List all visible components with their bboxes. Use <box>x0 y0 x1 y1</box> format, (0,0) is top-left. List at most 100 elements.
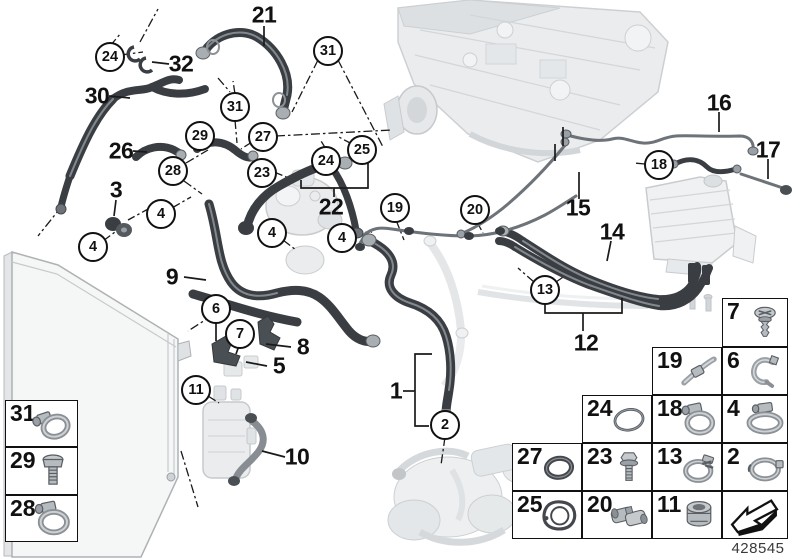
callout-label-5[interactable]: 5 <box>272 352 286 379</box>
part-number-label: 28 <box>10 494 36 521</box>
part-number-label: 20 <box>587 491 613 517</box>
spring-band-clamp2-icon <box>743 447 787 487</box>
profile-gasket-icon <box>537 495 581 535</box>
legend-cell-11[interactable]: 11 <box>652 491 722 539</box>
legend-cell-6[interactable]: 6 <box>722 347 788 395</box>
callout-circled-4[interactable]: 4 <box>257 218 287 248</box>
leader-lines <box>108 26 769 458</box>
callout-circled-23[interactable]: 23 <box>247 158 277 188</box>
part-number-label: 18 <box>657 395 683 421</box>
callout-circled-24[interactable]: 24 <box>311 146 341 176</box>
callout-circled-7[interactable]: 7 <box>225 319 255 349</box>
legend-cell-24[interactable]: 24 <box>582 395 652 443</box>
callout-circled-25[interactable]: 25 <box>347 135 377 165</box>
hose-26 <box>132 142 185 161</box>
legend-cell-28[interactable]: 28 <box>5 494 78 543</box>
callout-label-10[interactable]: 10 <box>284 443 310 470</box>
callout-circled-4[interactable]: 4 <box>146 199 176 229</box>
bracket-8 <box>257 315 281 351</box>
oring-thick-icon <box>537 447 581 487</box>
retaining-clips-32 <box>126 45 154 74</box>
callout-circled-4[interactable]: 4 <box>78 232 108 262</box>
hose-22 <box>242 163 321 232</box>
callout-label-14[interactable]: 14 <box>599 218 625 245</box>
part-number-label: 11 <box>657 491 682 517</box>
quick-coupling-icon <box>677 495 721 535</box>
hose-18 <box>672 157 739 175</box>
cable-tie-icon <box>677 351 721 391</box>
legend-cell-31[interactable]: 31 <box>5 400 78 448</box>
part-number-label: 24 <box>587 395 613 421</box>
hex-bolt-icon <box>30 450 76 492</box>
callout-label-26[interactable]: 26 <box>108 137 134 164</box>
callout-label-16[interactable]: 16 <box>706 89 732 116</box>
worm-clamp-icon <box>677 399 721 439</box>
callout-label-15[interactable]: 15 <box>565 194 591 221</box>
legend-cell-29[interactable]: 29 <box>5 447 78 495</box>
callout-circled-11[interactable]: 11 <box>181 375 211 405</box>
callout-label-21[interactable]: 21 <box>251 1 277 28</box>
worm-clamp-wide-icon <box>743 399 787 439</box>
pipe-holder-icon <box>607 495 651 535</box>
callout-label-9[interactable]: 9 <box>165 263 179 290</box>
callout-circled-27[interactable]: 27 <box>248 122 278 152</box>
expansion-tank-faded <box>645 174 757 312</box>
vent-pipes <box>357 133 785 247</box>
engine-block-faded <box>383 0 669 163</box>
callout-label-1[interactable]: 1 <box>389 377 403 404</box>
part-number-label: 6 <box>727 347 740 373</box>
hose-10 <box>228 413 267 486</box>
legend-cell-2[interactable]: 2 <box>722 443 788 491</box>
callout-circled-31[interactable]: 31 <box>313 36 343 66</box>
part-number-label: 25 <box>517 491 543 517</box>
grommet-3 <box>105 217 132 237</box>
callout-circled-28[interactable]: 28 <box>158 156 188 186</box>
legend-cell-4[interactable]: 4 <box>722 395 788 443</box>
legend-cell-13[interactable]: 13 <box>652 443 722 491</box>
oil-cooler-faded <box>202 355 259 479</box>
drawing-number: 428545 <box>731 540 785 557</box>
legend-cell-19[interactable]: 19 <box>652 347 722 395</box>
callout-label-3[interactable]: 3 <box>109 176 123 203</box>
callout-circled-20[interactable]: 20 <box>460 195 490 225</box>
direction-arrow-icon <box>727 494 783 536</box>
part-number-label: 4 <box>727 395 740 421</box>
callout-label-8[interactable]: 8 <box>296 333 310 360</box>
hose-1 <box>365 236 456 418</box>
part-number-label: 19 <box>657 347 683 373</box>
part-number-label: 23 <box>587 443 613 469</box>
legend-cell-direction-arrow[interactable] <box>722 491 788 539</box>
callout-circled-4[interactable]: 4 <box>327 223 357 253</box>
hose-highlights <box>69 31 660 391</box>
screw-rivet-icon <box>743 303 787 343</box>
oring-thin-icon <box>607 399 651 439</box>
legend-cell-25[interactable]: 25 <box>512 491 582 539</box>
legend-cell-23[interactable]: 23 <box>582 443 652 491</box>
callout-label-32[interactable]: 32 <box>168 50 194 77</box>
fittings <box>55 39 792 348</box>
callout-label-17[interactable]: 17 <box>755 136 781 163</box>
callout-label-30[interactable]: 30 <box>84 82 110 109</box>
legend-cell-27[interactable]: 27 <box>512 443 582 491</box>
callout-label-12[interactable]: 12 <box>573 329 599 356</box>
callout-circled-29[interactable]: 29 <box>185 121 215 151</box>
legend-cell-7[interactable]: 7 <box>722 298 788 347</box>
callout-circled-13[interactable]: 13 <box>530 275 560 305</box>
hose-30 <box>65 94 118 181</box>
callout-circled-2[interactable]: 2 <box>430 410 460 440</box>
callout-circled-31[interactable]: 31 <box>220 92 250 122</box>
legend-cell-20[interactable]: 20 <box>582 491 652 539</box>
flange-bolt-icon <box>607 447 651 487</box>
callout-circled-24[interactable]: 24 <box>95 42 125 72</box>
part-number-label: 13 <box>657 443 683 469</box>
worm-clamp-angled-icon <box>30 403 76 445</box>
part-number-label: 29 <box>10 447 36 474</box>
callout-circled-18[interactable]: 18 <box>644 150 674 180</box>
callout-circled-19[interactable]: 19 <box>380 193 410 223</box>
worm-clamp-icon <box>30 497 76 539</box>
part-number-label: 27 <box>517 443 543 469</box>
callout-circled-6[interactable]: 6 <box>201 294 231 324</box>
callout-label-22[interactable]: 22 <box>318 193 344 220</box>
part-number-label: 7 <box>727 298 740 324</box>
legend-cell-18[interactable]: 18 <box>652 395 722 443</box>
